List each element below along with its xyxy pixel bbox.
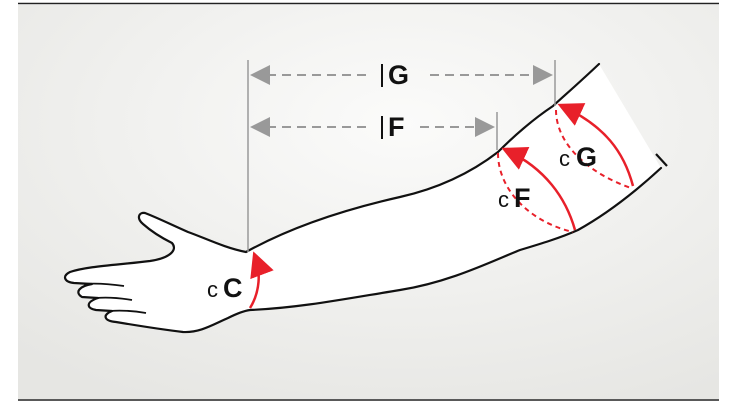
circumference-f-arrow <box>501 147 577 231</box>
length-f-letter: F <box>388 112 405 142</box>
circumference-f-back <box>497 152 574 233</box>
circumference-g-arrow <box>557 103 635 187</box>
length-g-letter: G <box>388 60 409 90</box>
finger-crease <box>95 296 133 301</box>
arm-outline <box>64 62 663 334</box>
shoulder-contour <box>655 153 668 167</box>
circumference-g-letter: G <box>576 142 597 172</box>
circumference-g-back <box>555 109 632 189</box>
circumference-c-prefix: c <box>207 277 218 302</box>
circumference-g-prefix: c <box>559 146 570 171</box>
circumference-f-letter: F <box>514 183 531 213</box>
finger-crease <box>83 282 125 287</box>
circumference-f-prefix: c <box>498 187 509 212</box>
circumference-c-arrow <box>248 251 274 309</box>
finger-crease <box>109 309 147 314</box>
circumference-c-letter: C <box>223 273 243 303</box>
